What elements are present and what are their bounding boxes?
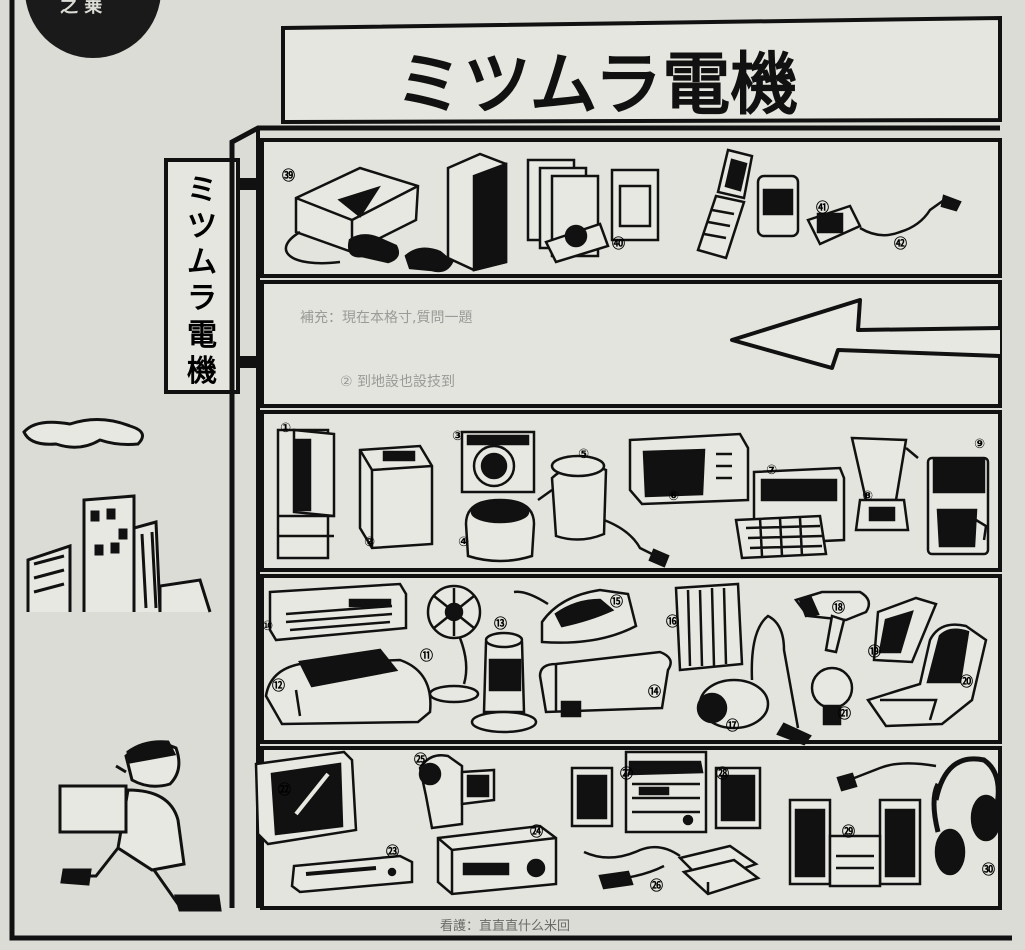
side-sign-char: 機	[187, 354, 217, 389]
item-number: ②	[364, 535, 375, 550]
oil-heater-icon	[674, 582, 744, 672]
speaker-left-icon	[570, 766, 614, 828]
side-sign-char: ム	[187, 245, 217, 280]
video-camera-icon	[418, 754, 496, 830]
phone-handset-icon	[756, 174, 800, 238]
item-number: ⑤	[578, 447, 589, 462]
arrow-icon	[730, 298, 1001, 370]
air-purifier-icon	[872, 596, 938, 664]
vacuum-cleaner-icon	[696, 614, 812, 746]
microwave-icon	[628, 432, 750, 506]
store-sign-title: ミツムラ電機	[395, 46, 798, 125]
store-sign-top: ミツムラ電機	[281, 15, 1002, 125]
dish-dryer-icon	[734, 466, 846, 560]
item-number: ⑰	[726, 718, 739, 734]
item-number: ㉔	[530, 824, 543, 840]
coffee-maker-icon	[926, 456, 990, 556]
air-conditioner-icon	[268, 582, 408, 642]
game-console-icon	[284, 166, 420, 265]
item-number: ⑩	[262, 619, 273, 634]
electric-carpet-icon	[538, 650, 672, 718]
item-number: ⑨	[974, 437, 985, 452]
blender-icon	[850, 436, 919, 532]
clothes-iron-icon	[513, 588, 638, 644]
delivery-man-icon	[58, 740, 222, 912]
item-number: ㉑	[838, 706, 851, 722]
item-number: ㊵	[612, 236, 625, 252]
electric-fan-icon	[426, 584, 482, 704]
item-number: ⑭	[648, 684, 661, 700]
item-number: ㉙	[842, 824, 855, 840]
light-bulb-icon	[810, 666, 854, 726]
item-number: ③	[452, 429, 463, 444]
item-number: ㊷	[894, 236, 907, 252]
hair-dryer-icon	[793, 590, 871, 654]
item-number: ⑬	[494, 616, 507, 632]
item-number-labels: ㊴ ㊵ ㊶ ㊷ ① ② ③ ④ ⑤ ⑥ ⑦ ⑧ ⑨ ⑩ ⑪ ⑫ ⑬ ⑭ ⑮ ⑯ …	[262, 168, 995, 894]
flip-phone-icon	[696, 148, 754, 260]
ghost-text: ② 到地設也設技到	[340, 374, 455, 390]
refrigerator-icon	[276, 428, 336, 560]
dvd-cases-icon	[526, 158, 660, 264]
city-buildings-icon	[26, 494, 212, 613]
rice-cooker-icon	[464, 498, 536, 563]
item-number: ⑥	[668, 489, 679, 504]
flat-tv-icon	[254, 750, 358, 846]
item-number: ⑮	[610, 594, 623, 610]
headphones-icon	[836, 756, 1002, 876]
side-sign-char: ツ	[187, 209, 217, 244]
corner-tab-text: 之 乗	[60, 0, 102, 17]
massage-chair-icon	[866, 623, 988, 728]
item-number: ㉘	[716, 766, 729, 782]
corner-tab: 之 乗	[25, 0, 161, 58]
cloud-icon	[22, 418, 144, 449]
side-sign-char: ラ	[187, 281, 217, 316]
item-number: ①	[280, 421, 291, 436]
ghost-text: 看護：直直直什么米回	[440, 918, 570, 934]
speaker-right-icon	[714, 766, 762, 830]
electric-kettle-icon	[537, 454, 670, 568]
item-number: ㉚	[982, 862, 995, 878]
item-number: ⑧	[862, 489, 873, 504]
phone-charger-icon	[806, 194, 962, 246]
item-number: ㊴	[282, 168, 295, 184]
panel-border	[9, 0, 1012, 941]
item-number: ④	[458, 535, 469, 550]
item-number: ⑫	[272, 678, 285, 694]
game-console-tower-icon	[404, 152, 508, 273]
mini-component-icon	[788, 798, 922, 888]
store-sign-side: ミ ツ ム ラ 電 機	[164, 158, 256, 394]
kotatsu-table-icon	[264, 648, 432, 726]
kerosene-heater-icon	[470, 631, 538, 734]
item-number: ⑳	[960, 674, 973, 690]
side-sign-char: 電	[187, 318, 217, 353]
item-number: ⑦	[766, 463, 777, 478]
ghost-text: 補充：現在本格寸,質問一題	[300, 310, 472, 326]
item-number: ㉗	[620, 766, 633, 782]
washing-machine-icon	[358, 444, 434, 550]
side-sign-char: ミ	[187, 173, 217, 208]
cd-cases-icon	[677, 844, 761, 896]
item-number: ⑲	[868, 644, 881, 660]
item-number: ⑯	[666, 614, 679, 630]
item-number: ㉕	[414, 752, 427, 768]
item-number: ㉓	[386, 844, 399, 860]
item-number: ⑪	[420, 648, 433, 664]
stereo-system-icon	[624, 750, 708, 834]
item-number: ㉖	[650, 878, 663, 894]
item-number: ⑱	[832, 600, 845, 616]
item-number: ㊶	[816, 200, 829, 216]
audio-cable-icon	[583, 845, 681, 890]
dvd-player-icon	[290, 854, 414, 894]
item-number: ㉒	[278, 782, 291, 798]
video-recorder-icon	[436, 824, 558, 896]
drum-washer-icon	[460, 430, 536, 494]
